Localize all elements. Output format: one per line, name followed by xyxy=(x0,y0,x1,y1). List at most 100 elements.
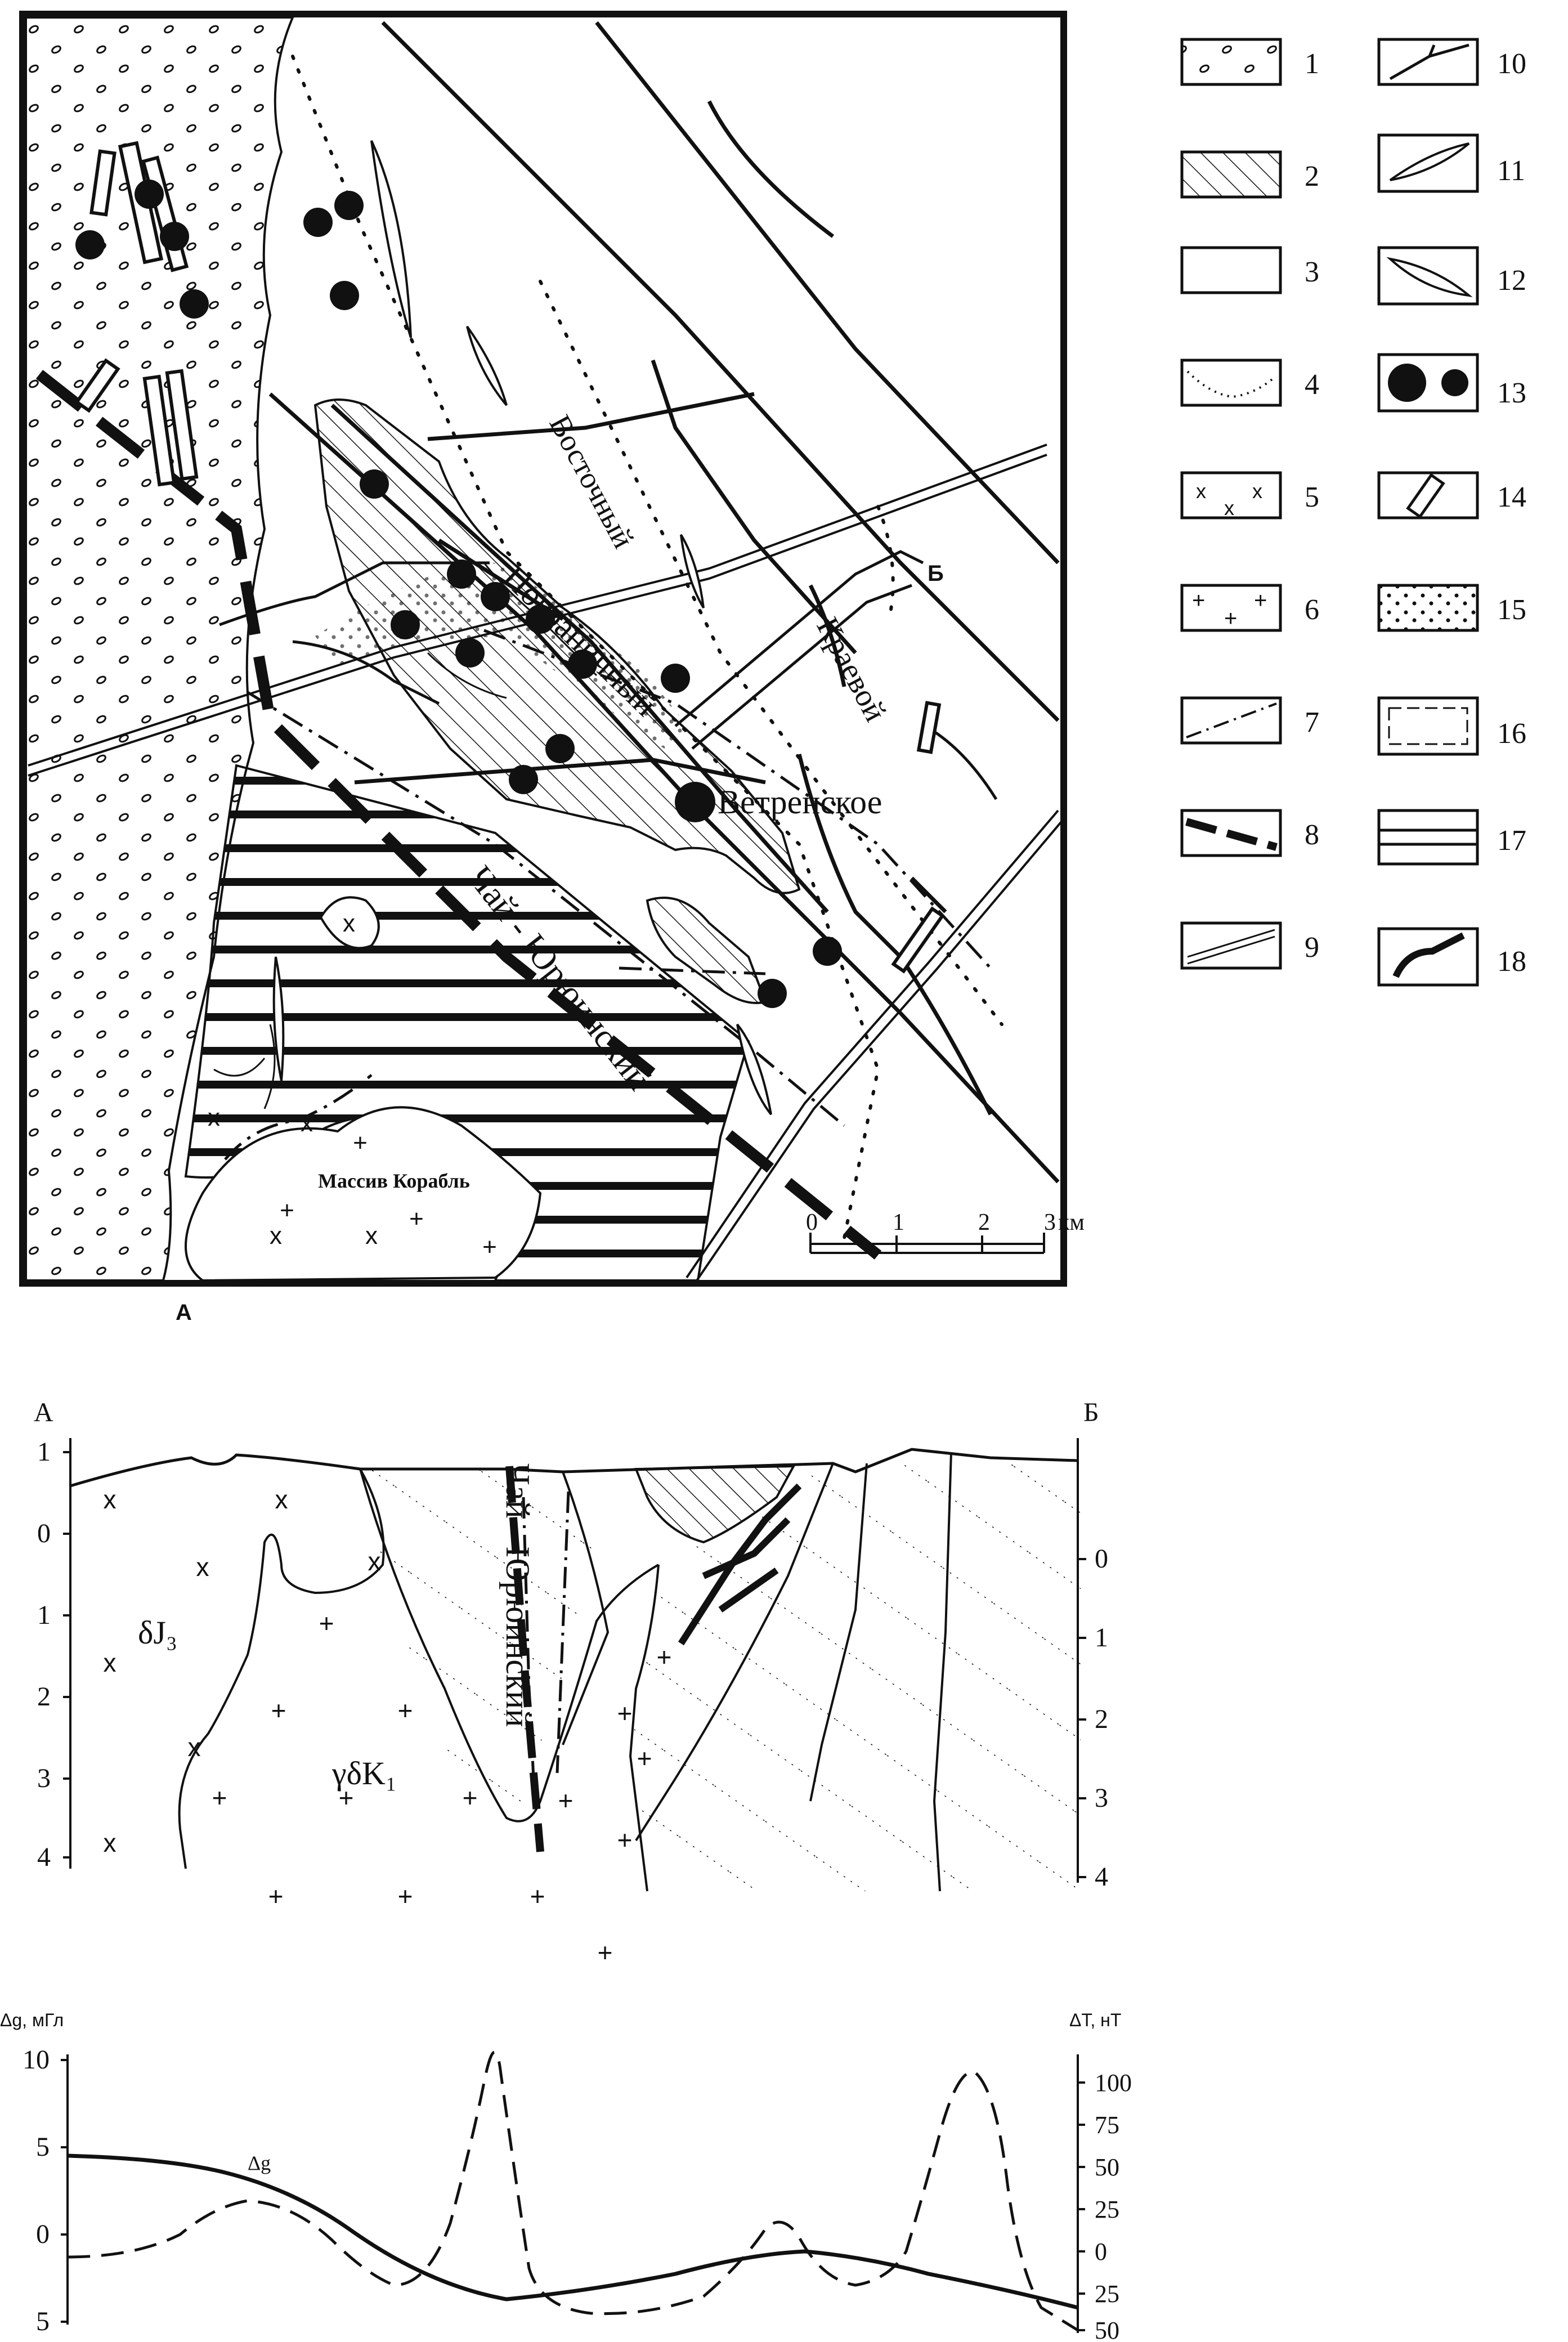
svg-text:x: x xyxy=(270,1222,282,1250)
magnetic-anomaly-curve xyxy=(67,2050,1079,2332)
svg-text:+: + xyxy=(482,1233,497,1261)
legend-item-2: 2 xyxy=(1180,150,1319,199)
svg-text:5: 5 xyxy=(1305,481,1319,513)
svg-text:14: 14 xyxy=(1497,481,1526,513)
profile-right-tick: 100 xyxy=(1095,2069,1132,2097)
scale-bar: 0 1 2 3 км xyxy=(806,1210,1085,1254)
svg-text:+: + xyxy=(212,1783,227,1812)
profile-left-tick: 0 xyxy=(36,2219,50,2249)
section-right-tick: 1 xyxy=(1095,1623,1108,1653)
legend-item-5: x x x 5 xyxy=(1180,471,1319,520)
svg-text:3: 3 xyxy=(1305,256,1319,288)
legend-item-12: 12 xyxy=(1377,246,1526,306)
svg-text:+: + xyxy=(617,1825,633,1855)
section-right-tick: 4 xyxy=(1095,1862,1108,1892)
svg-text:x: x xyxy=(1252,480,1262,503)
svg-text:x: x xyxy=(343,910,355,937)
small-intrusion-outline xyxy=(319,896,380,950)
svg-text:+: + xyxy=(339,1783,354,1812)
section-topography xyxy=(70,1448,1078,1488)
svg-text:x: x xyxy=(104,1648,117,1677)
section-dotted-sediments-east xyxy=(630,1463,1081,1891)
svg-text:15: 15 xyxy=(1497,594,1526,626)
svg-text:x: x xyxy=(208,1104,220,1131)
section-left-tick: 1 xyxy=(37,1600,51,1630)
svg-text:6: 6 xyxy=(1305,594,1319,626)
svg-text:9: 9 xyxy=(1305,932,1319,964)
svg-text:12: 12 xyxy=(1497,265,1526,297)
section-dotted-sediments-west xyxy=(360,1469,597,1824)
profile-right-tick: 50 xyxy=(1095,2317,1119,2342)
svg-text:17: 17 xyxy=(1497,825,1526,857)
svg-text:+: + xyxy=(271,1696,286,1725)
section-left-tick: 0 xyxy=(37,1519,51,1548)
svg-text:+: + xyxy=(280,1197,294,1224)
fault-label-vostochny: Восточный xyxy=(543,409,640,553)
svg-text:+: + xyxy=(598,1938,613,1967)
section-hatched-block xyxy=(634,1465,796,1544)
fault-label-kraevoy: Краевой xyxy=(810,612,893,727)
unit-1-pebble-zone xyxy=(25,16,295,1282)
profile-right-axis-label: ΔT, нТ xyxy=(1069,2010,1121,2030)
section-fault-label: Чай - Юрюинский xyxy=(499,1463,536,1727)
profile-left-tick: 5 xyxy=(36,2307,50,2336)
map-frame xyxy=(19,11,1067,1287)
cross-section: А Б 1 0 1 2 3 4 0 xyxy=(34,1398,1108,1967)
svg-text:+: + xyxy=(558,1786,574,1815)
ore-occurrences xyxy=(75,180,842,1008)
profile-left-tick: 5 xyxy=(36,2132,50,2162)
section-dash-dot-faults xyxy=(522,1491,570,1802)
legend-item-16: 16 xyxy=(1377,696,1526,756)
legend-item-10: 10 xyxy=(1377,38,1526,86)
svg-text:+: + xyxy=(1192,588,1205,613)
scale-tick-1: 1 xyxy=(893,1210,904,1235)
svg-text:1: 1 xyxy=(1305,48,1319,80)
profile-left-tick: 10 xyxy=(23,2045,50,2075)
deposit-label: Ветренское xyxy=(718,783,882,821)
svg-text:+: + xyxy=(637,1744,652,1773)
svg-text:+: + xyxy=(530,1882,545,1911)
gravity-curve-label: Δg xyxy=(248,2152,271,2174)
section-end-a: А xyxy=(34,1398,53,1427)
svg-text:16: 16 xyxy=(1497,718,1526,750)
gravity-anomaly-curve xyxy=(67,2153,1078,2310)
unit-15-stippled-zone xyxy=(315,563,692,749)
dike-stipple-band xyxy=(219,550,998,800)
svg-text:+: + xyxy=(268,1882,284,1911)
massif-label: Массив Корабль xyxy=(318,1170,470,1192)
chay-yuryuinsky-main-fault xyxy=(35,370,882,1260)
svg-text:11: 11 xyxy=(1497,155,1525,187)
svg-text:+: + xyxy=(409,1205,424,1233)
legend-item-11: 11 xyxy=(1377,133,1525,193)
svg-text:x: x xyxy=(1196,480,1206,503)
legend-item-8: 8 xyxy=(1180,809,1319,857)
section-right-tick: 3 xyxy=(1095,1783,1108,1813)
svg-text:x: x xyxy=(1224,496,1234,520)
geophysical-profile: Δg, мГл ΔT, нТ 10 5 0 5 100 xyxy=(0,2010,1132,2342)
geological-map: x x x x x + + + + xyxy=(19,11,1085,1325)
scale-tick-0: 0 xyxy=(806,1210,818,1235)
profile-right-tick: 0 xyxy=(1095,2238,1107,2265)
svg-text:8: 8 xyxy=(1305,819,1319,851)
svg-text:7: 7 xyxy=(1305,706,1319,738)
profile-right-tick: 25 xyxy=(1095,2280,1119,2308)
svg-text:+: + xyxy=(319,1609,334,1638)
section-intrusion-symbols: x x x x x x x + + + + + + + + + + + + + … xyxy=(104,1485,672,1967)
legend-item-14: 14 xyxy=(1377,471,1526,520)
profile-left-axis-label: Δg, мГл xyxy=(0,2010,64,2030)
svg-text:x: x xyxy=(104,1485,117,1514)
svg-text:4: 4 xyxy=(1305,369,1319,401)
section-main-fault xyxy=(505,1466,544,1852)
section-left-tick: 4 xyxy=(37,1842,51,1872)
section-rock-label-1: δJ₃ xyxy=(138,1614,177,1651)
legend-item-1: 1 xyxy=(1180,38,1319,86)
scale-unit: км xyxy=(1058,1210,1085,1235)
svg-text:+: + xyxy=(1254,588,1267,613)
svg-text:+: + xyxy=(353,1129,368,1157)
section-contacts xyxy=(178,1452,952,1892)
svg-text:x: x xyxy=(275,1485,288,1514)
section-left-tick: 2 xyxy=(37,1682,51,1712)
point-a-label: А xyxy=(176,1300,192,1325)
section-left-tick: 1 xyxy=(37,1437,51,1467)
